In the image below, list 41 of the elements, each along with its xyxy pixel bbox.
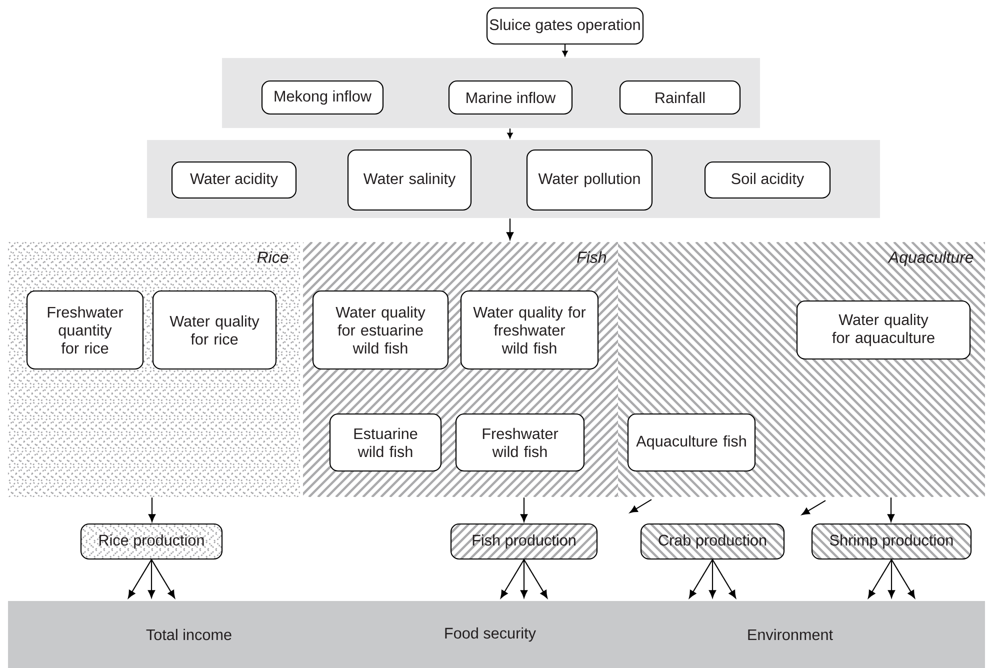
process-box: Rainfall — [619, 80, 741, 115]
arrow — [148, 560, 156, 598]
process-box: Mekong inflow — [261, 80, 384, 115]
arrow — [148, 498, 156, 522]
process-box: Soil acidity — [704, 161, 831, 199]
process-box: Marine inflow — [448, 80, 573, 115]
process-box: Water salinity — [347, 149, 472, 211]
arrow — [688, 559, 713, 598]
process-box: Water pollution — [526, 149, 653, 211]
process-box: Sluice gates operation — [486, 7, 644, 45]
production-box: Crab production — [640, 523, 785, 560]
production-box: Rice production — [80, 523, 223, 560]
arrow — [520, 560, 528, 598]
arrow — [151, 559, 176, 598]
arrow — [708, 560, 716, 598]
arrow — [524, 559, 548, 598]
arrow — [802, 500, 826, 516]
process-box: Freshwater quantity for rice — [26, 290, 144, 370]
arrow — [630, 499, 652, 513]
process-box: Freshwater wild fish — [455, 413, 585, 472]
arrow — [128, 559, 152, 598]
arrow — [562, 44, 568, 56]
arrow — [888, 560, 896, 598]
arrow — [891, 559, 916, 598]
process-box: Water quality for rice — [152, 290, 277, 370]
process-box: Water quality for freshwater wild fish — [460, 290, 599, 370]
arrow — [520, 498, 528, 522]
arrow — [868, 559, 892, 598]
process-box: Aquaculture fish — [627, 413, 756, 472]
arrow — [500, 559, 524, 598]
outcome-band: Total income Food security Environment — [8, 601, 985, 668]
production-box: Shrimp production — [811, 523, 972, 560]
process-box: Water quality for estuarine wild fish — [312, 290, 449, 370]
arrow — [887, 498, 895, 522]
process-box: Estuarine wild fish — [329, 413, 442, 472]
process-box: Water acidity — [171, 161, 297, 199]
arrow — [507, 128, 513, 138]
arrow — [506, 218, 514, 240]
production-box: Fish production — [450, 523, 598, 560]
process-box: Water quality for aquaculture — [796, 300, 971, 360]
arrow — [712, 559, 736, 598]
